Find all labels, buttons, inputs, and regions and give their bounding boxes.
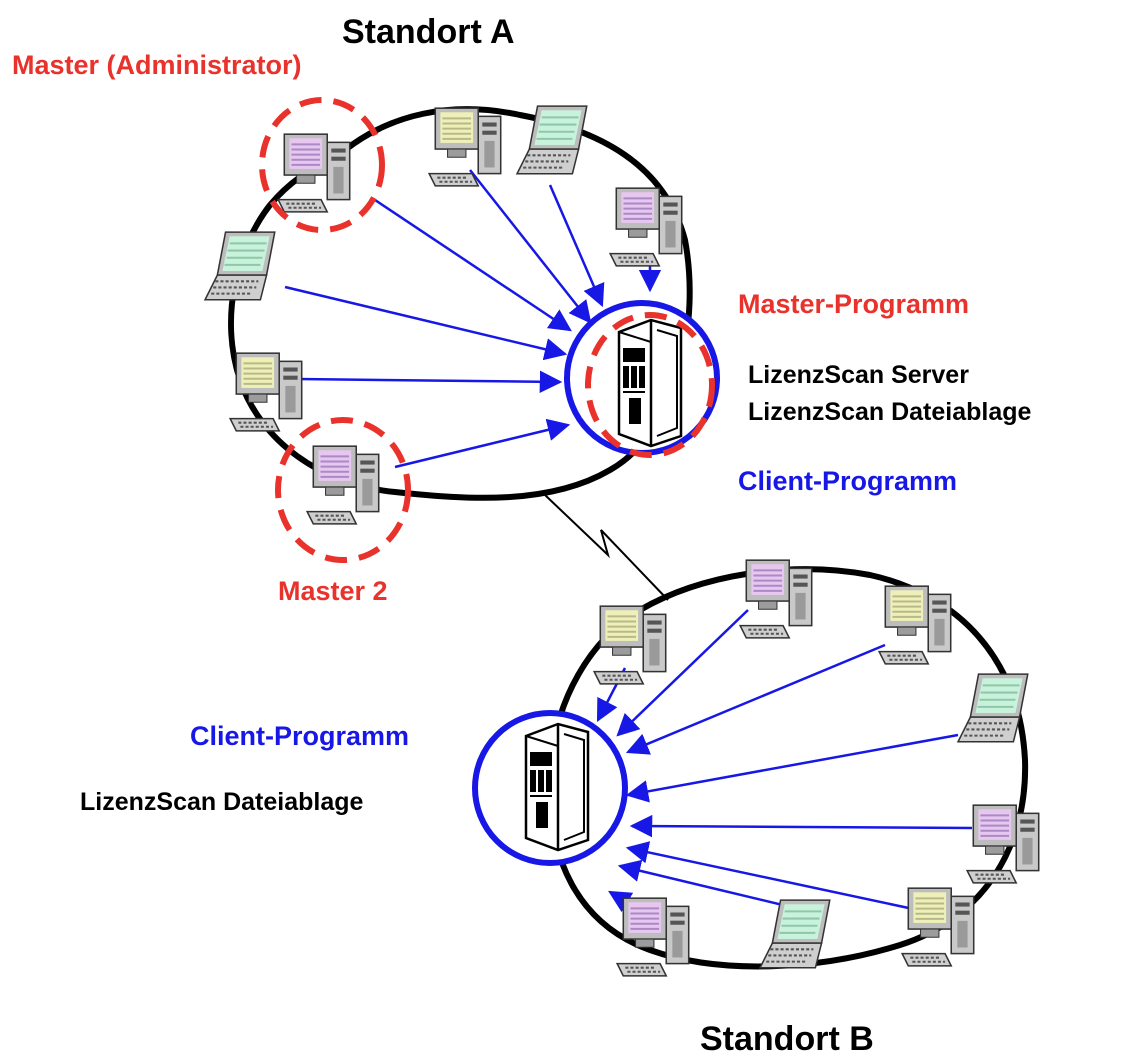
standort-a-title: Standort A [342, 13, 515, 51]
master-2-label: Master 2 [278, 576, 388, 606]
server-name-label-a: LizenzScan Server [748, 361, 969, 389]
desktop-computer-icon [878, 585, 952, 665]
desktop-computer-icon [901, 887, 975, 967]
desktop-computer-icon [966, 804, 1040, 884]
desktop-computer-icon [277, 133, 351, 213]
client-program-label-b: Client-Programm [190, 721, 409, 751]
master-admin-highlight [259, 97, 385, 233]
wan-link [544, 494, 669, 601]
client-program-label-a: Client-Programm [738, 466, 957, 496]
desktop-computer-icon [306, 445, 380, 525]
server-tower-icon [617, 318, 683, 448]
desktop-computer-icon [739, 559, 813, 639]
storage-label-a: LizenzScan Dateiablage [748, 398, 1032, 426]
laptop-icon [957, 673, 1029, 743]
master-2-highlight [275, 417, 411, 563]
laptop-icon [759, 899, 831, 969]
desktop-computer-icon [616, 897, 690, 977]
standort-b-title: Standort B [700, 1020, 874, 1058]
desktop-computer-icon [593, 605, 667, 685]
master-admin-label: Master (Administrator) [12, 50, 302, 80]
server-tower-icon [524, 722, 590, 852]
desktop-computer-icon [428, 107, 502, 187]
server-ring-master-a [585, 312, 715, 458]
client-arrows-a [284, 169, 662, 469]
master-program-label-a: Master-Programm [738, 289, 969, 319]
storage-label-b: LizenzScan Dateiablage [80, 788, 364, 816]
desktop-computer-icon [609, 187, 683, 267]
desktop-computer-icon [229, 352, 303, 432]
laptop-icon [204, 231, 276, 301]
